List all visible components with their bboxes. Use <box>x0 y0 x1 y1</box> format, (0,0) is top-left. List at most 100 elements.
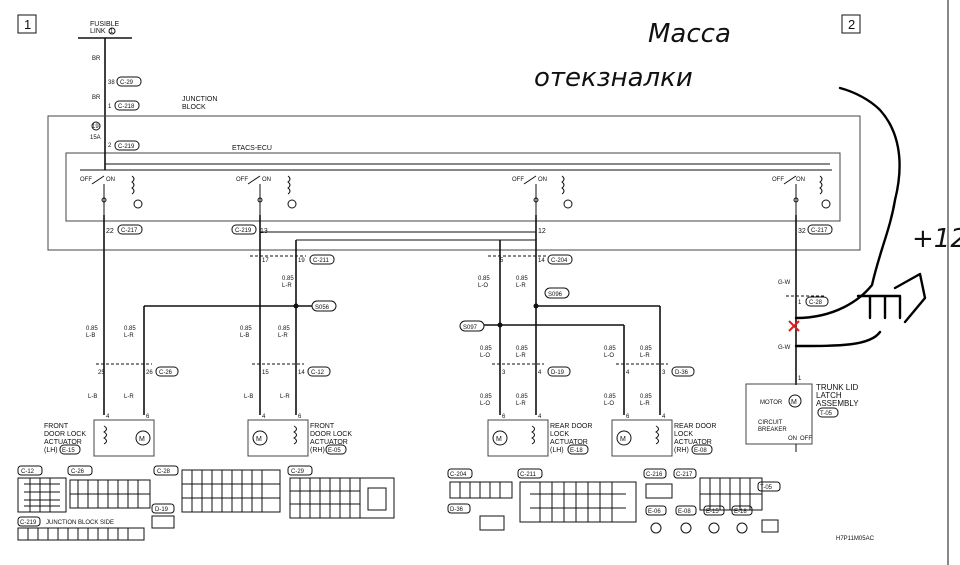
page-marker-left <box>17 14 37 34</box>
afl-l2: DOOR LOCK <box>44 431 86 438</box>
cut-mark-b <box>788 320 800 332</box>
rlh-lr: L-R <box>516 353 526 359</box>
pin-3-rr: 3 <box>662 370 666 376</box>
out-pin-12: 12 <box>538 228 546 235</box>
relay4-on: ON <box>796 177 805 183</box>
rrh-lr: L-R <box>640 353 650 359</box>
conn-12-badge <box>307 366 331 377</box>
trunk-l2: LATCH <box>816 391 842 400</box>
cf-c28: C-28 <box>157 469 171 475</box>
pin-5: 5 <box>500 258 504 264</box>
cf-e15: E-15 <box>706 509 719 515</box>
relay1-on: ON <box>106 177 115 183</box>
cf-jb-side: JUNCTION BLOCK SIDE <box>46 520 114 526</box>
wire-color-br-2: BR <box>92 95 101 101</box>
out-conn-22-badge <box>117 224 143 235</box>
conn-204: C-204 <box>551 258 568 264</box>
svg-text:M: M <box>256 436 262 443</box>
rlh-lr2: L-R <box>516 401 526 407</box>
rrh-g4: 0.85 <box>640 394 652 400</box>
arl-conn: E-18 <box>570 448 583 454</box>
afr-conn-badge <box>325 444 347 455</box>
splice-s056-dot <box>293 303 299 309</box>
afl-pin4: 4 <box>106 414 110 420</box>
trunk-gw-1: G-W <box>778 280 791 286</box>
trunk-on: ON <box>788 436 797 442</box>
frh-g1: 0.85 <box>240 326 252 332</box>
page-marker-right <box>841 14 861 34</box>
trunk-pin-1b: 1 <box>798 376 802 382</box>
cf-t05: T-05 <box>760 485 773 491</box>
out-conn-13: C-219 <box>235 228 252 234</box>
cf-c219: C-219 <box>20 520 37 526</box>
trunk-motor-m: M <box>791 399 797 406</box>
pin-17: 17 <box>262 258 269 264</box>
trunk-motor: MOTOR <box>760 400 783 406</box>
trunk-off: OFF <box>800 436 812 442</box>
splice-s096-dot <box>533 303 539 309</box>
out-pin-32: 32 <box>798 228 806 235</box>
trunk-motor-icon <box>788 394 802 408</box>
flh-lr2: L-R <box>124 394 134 400</box>
splice-s056-badge <box>311 300 337 312</box>
jb-pin-2: 2 <box>108 143 112 149</box>
trunk-cb1: CIRCUIT <box>758 420 783 426</box>
arr-conn: E-08 <box>694 448 707 454</box>
fl-pin-1: 1 <box>108 104 112 110</box>
rlh-lo: L-O <box>480 353 490 359</box>
fl-conn2: C-218 <box>118 104 135 110</box>
conn-d36-badge <box>671 366 695 377</box>
conn-204-badge <box>547 254 573 265</box>
relay3-on: ON <box>538 177 547 183</box>
arr-l2: LOCK <box>674 431 693 438</box>
conn-211-badge <box>309 254 335 265</box>
afr-l3: ACTUATOR <box>310 439 348 446</box>
relay4-off: OFF <box>772 177 784 183</box>
out-conn-22: C-217 <box>121 228 138 234</box>
page-marker-left-text: 1 <box>24 17 31 32</box>
conn-d36: D-36 <box>675 370 689 376</box>
frh-lr2: L-R <box>280 394 290 400</box>
svg-text:M: M <box>620 436 626 443</box>
rear-lr-top: L-R <box>516 283 526 289</box>
splice-s096: S096 <box>548 292 563 298</box>
afr-pin6: 6 <box>298 414 302 420</box>
arr-conn-badge <box>691 444 713 455</box>
arr-pin6: 6 <box>626 414 630 420</box>
frh-lb2: L-B <box>244 394 253 400</box>
pin-14-front: 14 <box>298 370 305 376</box>
splice-s097-dot <box>497 322 503 328</box>
svg-text:M: M <box>496 436 502 443</box>
afr-l1: FRONT <box>310 423 335 430</box>
arl-l3: ACTUATOR <box>550 439 588 446</box>
actuator-rear-lh: 6 4 M <box>487 414 549 457</box>
frh-lr: L-R <box>278 333 288 339</box>
out-conn-13-badge <box>231 224 257 235</box>
fuse-num: 19 <box>92 124 99 130</box>
afr-conn: E-05 <box>328 448 341 454</box>
afr-l2: DOOR LOCK <box>310 431 352 438</box>
trunk-conn-badge <box>805 296 829 307</box>
relay3-off: OFF <box>512 177 524 183</box>
conn-d19: D-19 <box>551 370 565 376</box>
trunk-conn: C-28 <box>809 300 823 306</box>
out-pin-22: 22 <box>106 228 114 235</box>
fl-conn-badge <box>116 76 142 87</box>
rear-g085-b: 0.85 <box>516 276 528 282</box>
flh-g2: 0.85 <box>124 326 136 332</box>
rrh-g2: 0.85 <box>640 346 652 352</box>
relay2-on: ON <box>262 177 271 183</box>
rrh-lo2: L-O <box>604 401 614 407</box>
afr-l4: (RH) <box>310 447 325 454</box>
cf-d36: D-36 <box>450 507 464 513</box>
jb-conn-badge <box>114 140 140 151</box>
cf-c216: C-216 <box>646 472 663 478</box>
frh-lb: L-B <box>240 333 249 339</box>
relay-group-2: OFF ON <box>236 175 297 215</box>
splice-s056: S056 <box>315 305 330 311</box>
arl-l2: LOCK <box>550 431 569 438</box>
handwritten-wire <box>794 86 901 320</box>
handwritten-plus12: +12 <box>912 224 960 254</box>
arl-l4: (LH) <box>550 447 564 454</box>
arr-l4: (RH) <box>674 447 689 454</box>
